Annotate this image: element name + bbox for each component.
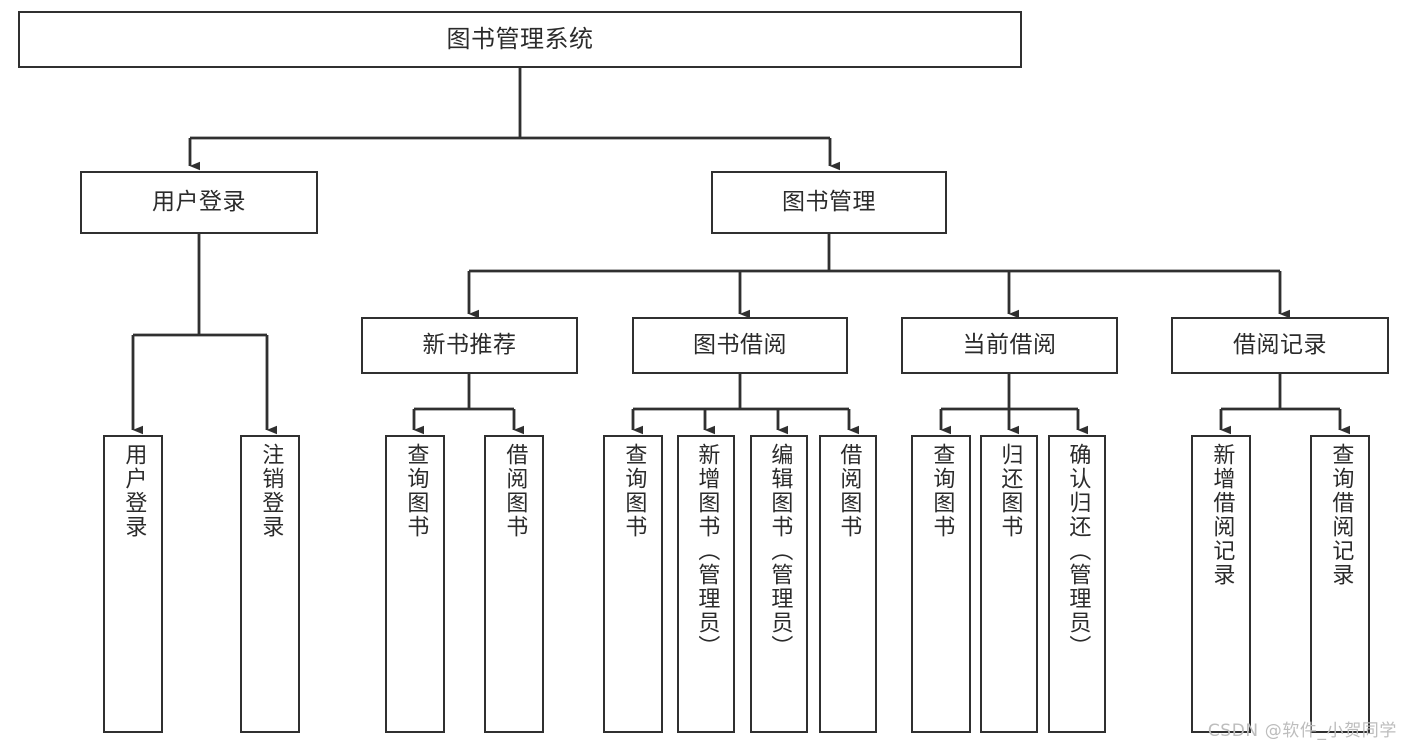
node-new-book-recommend[interactable]: 新书推荐	[361, 317, 578, 374]
node-leaf-return-book[interactable]: 归还图书	[980, 435, 1038, 733]
node-leaf-query-borrow-record[interactable]: 查询借阅记录	[1310, 435, 1370, 733]
node-leaf-borrow-book-newbook[interactable]: 借阅图书	[484, 435, 544, 733]
node-leaf-borrow-book-newbook-label: 借阅图书	[502, 443, 528, 539]
node-leaf-query-book-borrow-label: 查询图书	[621, 443, 647, 539]
node-leaf-query-borrow-record-label: 查询借阅记录	[1328, 443, 1354, 587]
node-borrow-record-label: 借阅记录	[1233, 332, 1327, 359]
watermark-text: CSDN @软件_小贺同学	[1207, 721, 1397, 741]
node-leaf-query-book-newbook[interactable]: 查询图书	[385, 435, 445, 733]
node-leaf-user-login[interactable]: 用户登录	[103, 435, 163, 733]
node-leaf-query-book-current-label: 查询图书	[929, 443, 955, 539]
node-leaf-return-book-label: 归还图书	[997, 443, 1023, 539]
node-book-management-label: 图书管理	[782, 189, 876, 216]
node-leaf-confirm-return-admin-label: 确认归还（管理员）	[1065, 443, 1091, 659]
node-leaf-add-book-admin-label: 新增图书（管理员）	[694, 443, 720, 659]
node-user-login[interactable]: 用户登录	[80, 171, 318, 234]
node-leaf-logout-label: 注销登录	[258, 443, 284, 539]
node-current-borrow-label: 当前借阅	[962, 332, 1057, 359]
node-root-label: 图书管理系统	[446, 24, 594, 53]
node-leaf-borrow-book-borrow-label: 借阅图书	[836, 443, 862, 539]
node-leaf-edit-book-admin[interactable]: 编辑图书（管理员）	[750, 435, 808, 733]
node-user-login-label: 用户登录	[152, 189, 246, 216]
node-book-borrow[interactable]: 图书借阅	[632, 317, 848, 374]
node-book-management[interactable]: 图书管理	[711, 171, 947, 234]
node-leaf-edit-book-admin-label: 编辑图书（管理员）	[767, 443, 793, 659]
node-borrow-record[interactable]: 借阅记录	[1171, 317, 1389, 374]
node-current-borrow[interactable]: 当前借阅	[901, 317, 1118, 374]
node-book-borrow-label: 图书借阅	[693, 332, 787, 359]
node-leaf-query-book-newbook-label: 查询图书	[403, 443, 429, 539]
node-leaf-query-book-current[interactable]: 查询图书	[911, 435, 971, 733]
node-leaf-user-login-label: 用户登录	[121, 443, 147, 539]
node-root[interactable]: 图书管理系统	[18, 11, 1022, 68]
node-leaf-logout[interactable]: 注销登录	[240, 435, 300, 733]
node-leaf-confirm-return-admin[interactable]: 确认归还（管理员）	[1048, 435, 1106, 733]
node-leaf-query-book-borrow[interactable]: 查询图书	[603, 435, 663, 733]
node-leaf-borrow-book-borrow[interactable]: 借阅图书	[819, 435, 877, 733]
node-leaf-add-borrow-record[interactable]: 新增借阅记录	[1191, 435, 1251, 733]
node-leaf-add-book-admin[interactable]: 新增图书（管理员）	[677, 435, 735, 733]
node-leaf-add-borrow-record-label: 新增借阅记录	[1209, 443, 1235, 587]
node-new-book-recommend-label: 新书推荐	[422, 332, 517, 359]
